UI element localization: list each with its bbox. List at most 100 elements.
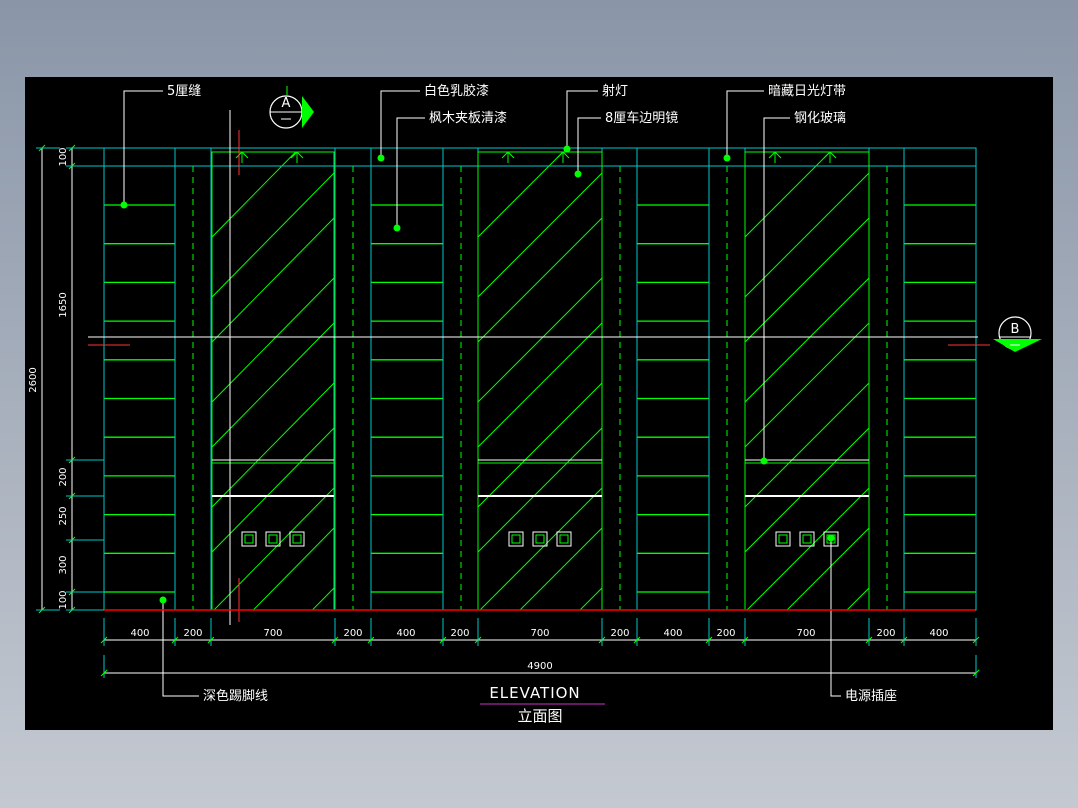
dim-tick-v <box>68 492 76 500</box>
dim-h-8: 200 <box>610 628 629 639</box>
socket-icon <box>265 531 281 547</box>
shelf-unit-outline <box>636 147 710 611</box>
hatch-line <box>478 322 602 448</box>
label-mirror-8mm: 8厘车边明镜 <box>605 110 678 126</box>
hatch-line <box>478 152 564 238</box>
dim-tick-h <box>865 636 873 644</box>
drawing-subtitle: 立面图 <box>517 707 562 725</box>
socket-icon <box>799 531 815 547</box>
dim-h-9: 400 <box>663 628 682 639</box>
hatch-line <box>478 277 602 403</box>
hatch-group <box>478 152 602 610</box>
label-socket: 电源插座 <box>845 689 897 704</box>
dim-h-4: 200 <box>343 628 362 639</box>
hatch-line <box>846 587 869 610</box>
label-white-latex: 白色乳胶漆 <box>424 83 489 99</box>
hatch-line <box>746 487 869 610</box>
socket-icon-inner <box>535 534 545 544</box>
hatch-line <box>519 527 602 610</box>
dim-tick-h <box>633 636 641 644</box>
socket-icon-inner <box>802 534 812 544</box>
dim-tick-h <box>367 636 375 644</box>
hatch-line <box>745 152 831 238</box>
section-marker-a[interactable]: A <box>269 86 314 136</box>
dim-h-10: 200 <box>716 628 735 639</box>
dim-tick-h <box>474 636 482 644</box>
hatch-line <box>745 382 869 508</box>
socket-icon-inner <box>292 534 302 544</box>
hatch-line <box>311 587 334 610</box>
dim-tick-h <box>207 636 215 644</box>
dim-v-4: 250 <box>58 506 69 525</box>
dim-h-7: 700 <box>530 628 549 639</box>
dim-h-12: 200 <box>876 628 895 639</box>
hidden-light-lines <box>192 166 888 610</box>
shelf-lines <box>104 204 976 593</box>
hatch-line <box>786 527 869 610</box>
dim-tick-total <box>100 669 108 677</box>
dim-tick-h <box>439 636 447 644</box>
socket-icon <box>532 531 548 547</box>
leader-dot <box>120 201 128 209</box>
hatch-line <box>212 172 334 298</box>
label-maple-veneer: 枫木夹板清漆 <box>429 110 507 126</box>
hatch-line <box>252 527 334 610</box>
dim-tick-v <box>68 588 76 596</box>
hatch-group <box>212 152 334 610</box>
mirror-panel-outline <box>477 151 603 611</box>
hatch-line <box>745 217 869 343</box>
dim-tick-v <box>68 162 76 170</box>
leader-line <box>763 117 790 461</box>
socket-icon-inner <box>511 534 521 544</box>
dim-total: 4900 <box>527 661 552 672</box>
hatch-line <box>745 172 869 298</box>
dim-v-1: 100 <box>58 147 69 166</box>
shelf-unit-outline <box>103 147 176 611</box>
dim-tick-h <box>598 636 606 644</box>
label-baseboard: 深色踢脚线 <box>203 688 268 704</box>
hatch-line <box>212 217 334 343</box>
section-marker-a-label: A <box>282 96 291 111</box>
dim-h-5: 400 <box>396 628 415 639</box>
socket-icon-inner <box>559 534 569 544</box>
dim-v-2: 1650 <box>58 292 69 317</box>
socket-icon <box>775 531 791 547</box>
spotlight-icon <box>235 151 249 163</box>
dim-tick-total <box>972 669 980 677</box>
hatch-line <box>479 487 602 610</box>
dim-v-3: 200 <box>58 467 69 486</box>
hatch-line <box>478 217 602 343</box>
hatch-line <box>212 322 334 448</box>
spotlight-icon <box>768 151 782 163</box>
section-marker-b-label: B <box>1011 322 1020 337</box>
hatch-line <box>745 277 869 403</box>
dim-tick-v <box>68 606 76 614</box>
dim-tick-v-total <box>38 606 46 614</box>
mirror-hatching <box>212 152 869 610</box>
socket-icon-inner <box>244 534 254 544</box>
spotlight-icon <box>290 151 304 163</box>
dim-v-5: 300 <box>58 555 69 574</box>
drawing-title: ELEVATION <box>489 684 580 702</box>
dim-v-6: 100 <box>58 590 69 609</box>
dim-tick-h <box>741 636 749 644</box>
dim-tick-v <box>68 536 76 544</box>
spotlight-icon <box>823 151 837 163</box>
dim-tick-h <box>705 636 713 644</box>
dim-tick-h <box>331 636 339 644</box>
hatch-line <box>478 427 602 553</box>
leader-dot <box>760 457 768 465</box>
dim-v-total: 2600 <box>28 367 39 392</box>
hatch-line <box>745 322 869 448</box>
spotlight-symbols <box>235 151 837 163</box>
leader-line <box>162 600 199 697</box>
section-marker-b[interactable]: B <box>993 316 1042 352</box>
hatch-line <box>212 382 334 508</box>
drawing-canvas: A B 5厘缝 白色乳胶漆 枫木夹板清漆 射灯 8厘车边明镜 暗藏日光灯带 钢化… <box>25 77 1053 730</box>
leader-line <box>577 117 601 174</box>
leader-dot <box>159 596 167 604</box>
leader-dot <box>723 154 731 162</box>
socket-icon <box>289 531 305 547</box>
leader-line <box>726 90 764 158</box>
dim-h-13: 400 <box>929 628 948 639</box>
